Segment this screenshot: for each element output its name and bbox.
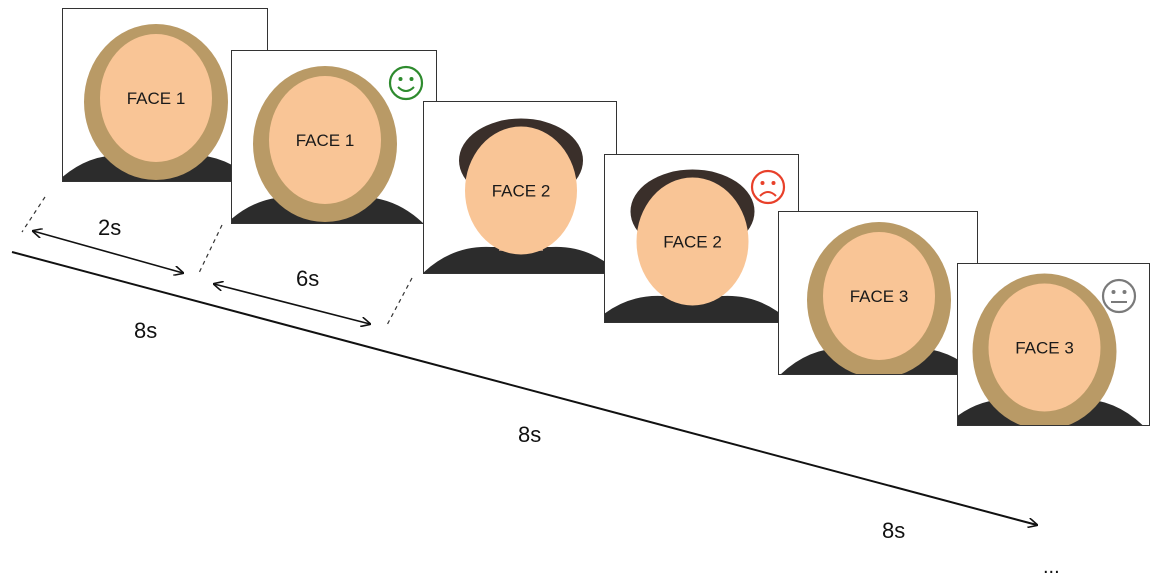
neutral-face-icon [1101,278,1137,314]
stimulus-card: FACE 1 [231,50,437,224]
face-oval [823,232,935,360]
face-oval [465,126,577,255]
duration-arrow-2s [33,231,183,273]
dashed-connector [386,277,413,326]
continuation-ellipsis: ... [1043,556,1060,578]
face-photo: FACE 1 [232,65,424,223]
face-label: FACE 3 [850,287,909,306]
face-oval [636,177,749,306]
shoulders [424,246,616,273]
face-label: FACE 1 [127,89,186,108]
face-photo: FACE 1 [63,24,254,181]
face-photo: FACE 2 [605,169,791,322]
face-photo: FACE 3 [958,273,1143,425]
shoulders [605,295,791,322]
stimulus-card: FACE 3 [778,211,978,375]
trial-duration-label: 8s [882,518,906,543]
duration-label-2s: 2s [98,215,122,240]
face-oval [269,76,381,204]
face-photo: FACE 3 [781,222,977,374]
face-photo: FACE 2 [424,118,616,273]
timeline-arrow [11,251,1037,525]
face-oval [100,34,212,162]
face-oval [988,283,1101,412]
trial-duration-label: 8s [518,422,542,447]
stimulus-card: FACE 2 [604,154,799,323]
face-label: FACE 1 [296,131,355,150]
trial-duration-label: 8s [134,318,158,343]
face-label: FACE 2 [663,233,722,252]
dashed-connector [21,196,46,233]
face-label: FACE 3 [1015,339,1074,358]
stimulus-card: FACE 1 [62,8,268,182]
duration-arrow-6s [214,284,370,324]
stimulus-card: FACE 2 [423,101,617,274]
duration-label-6s: 6s [296,266,320,291]
face-label: FACE 2 [492,182,551,201]
stimulus-card: FACE 3 [957,263,1150,426]
dashed-connector [197,224,223,276]
happy-face-icon [388,65,424,101]
sad-face-icon [750,169,786,205]
